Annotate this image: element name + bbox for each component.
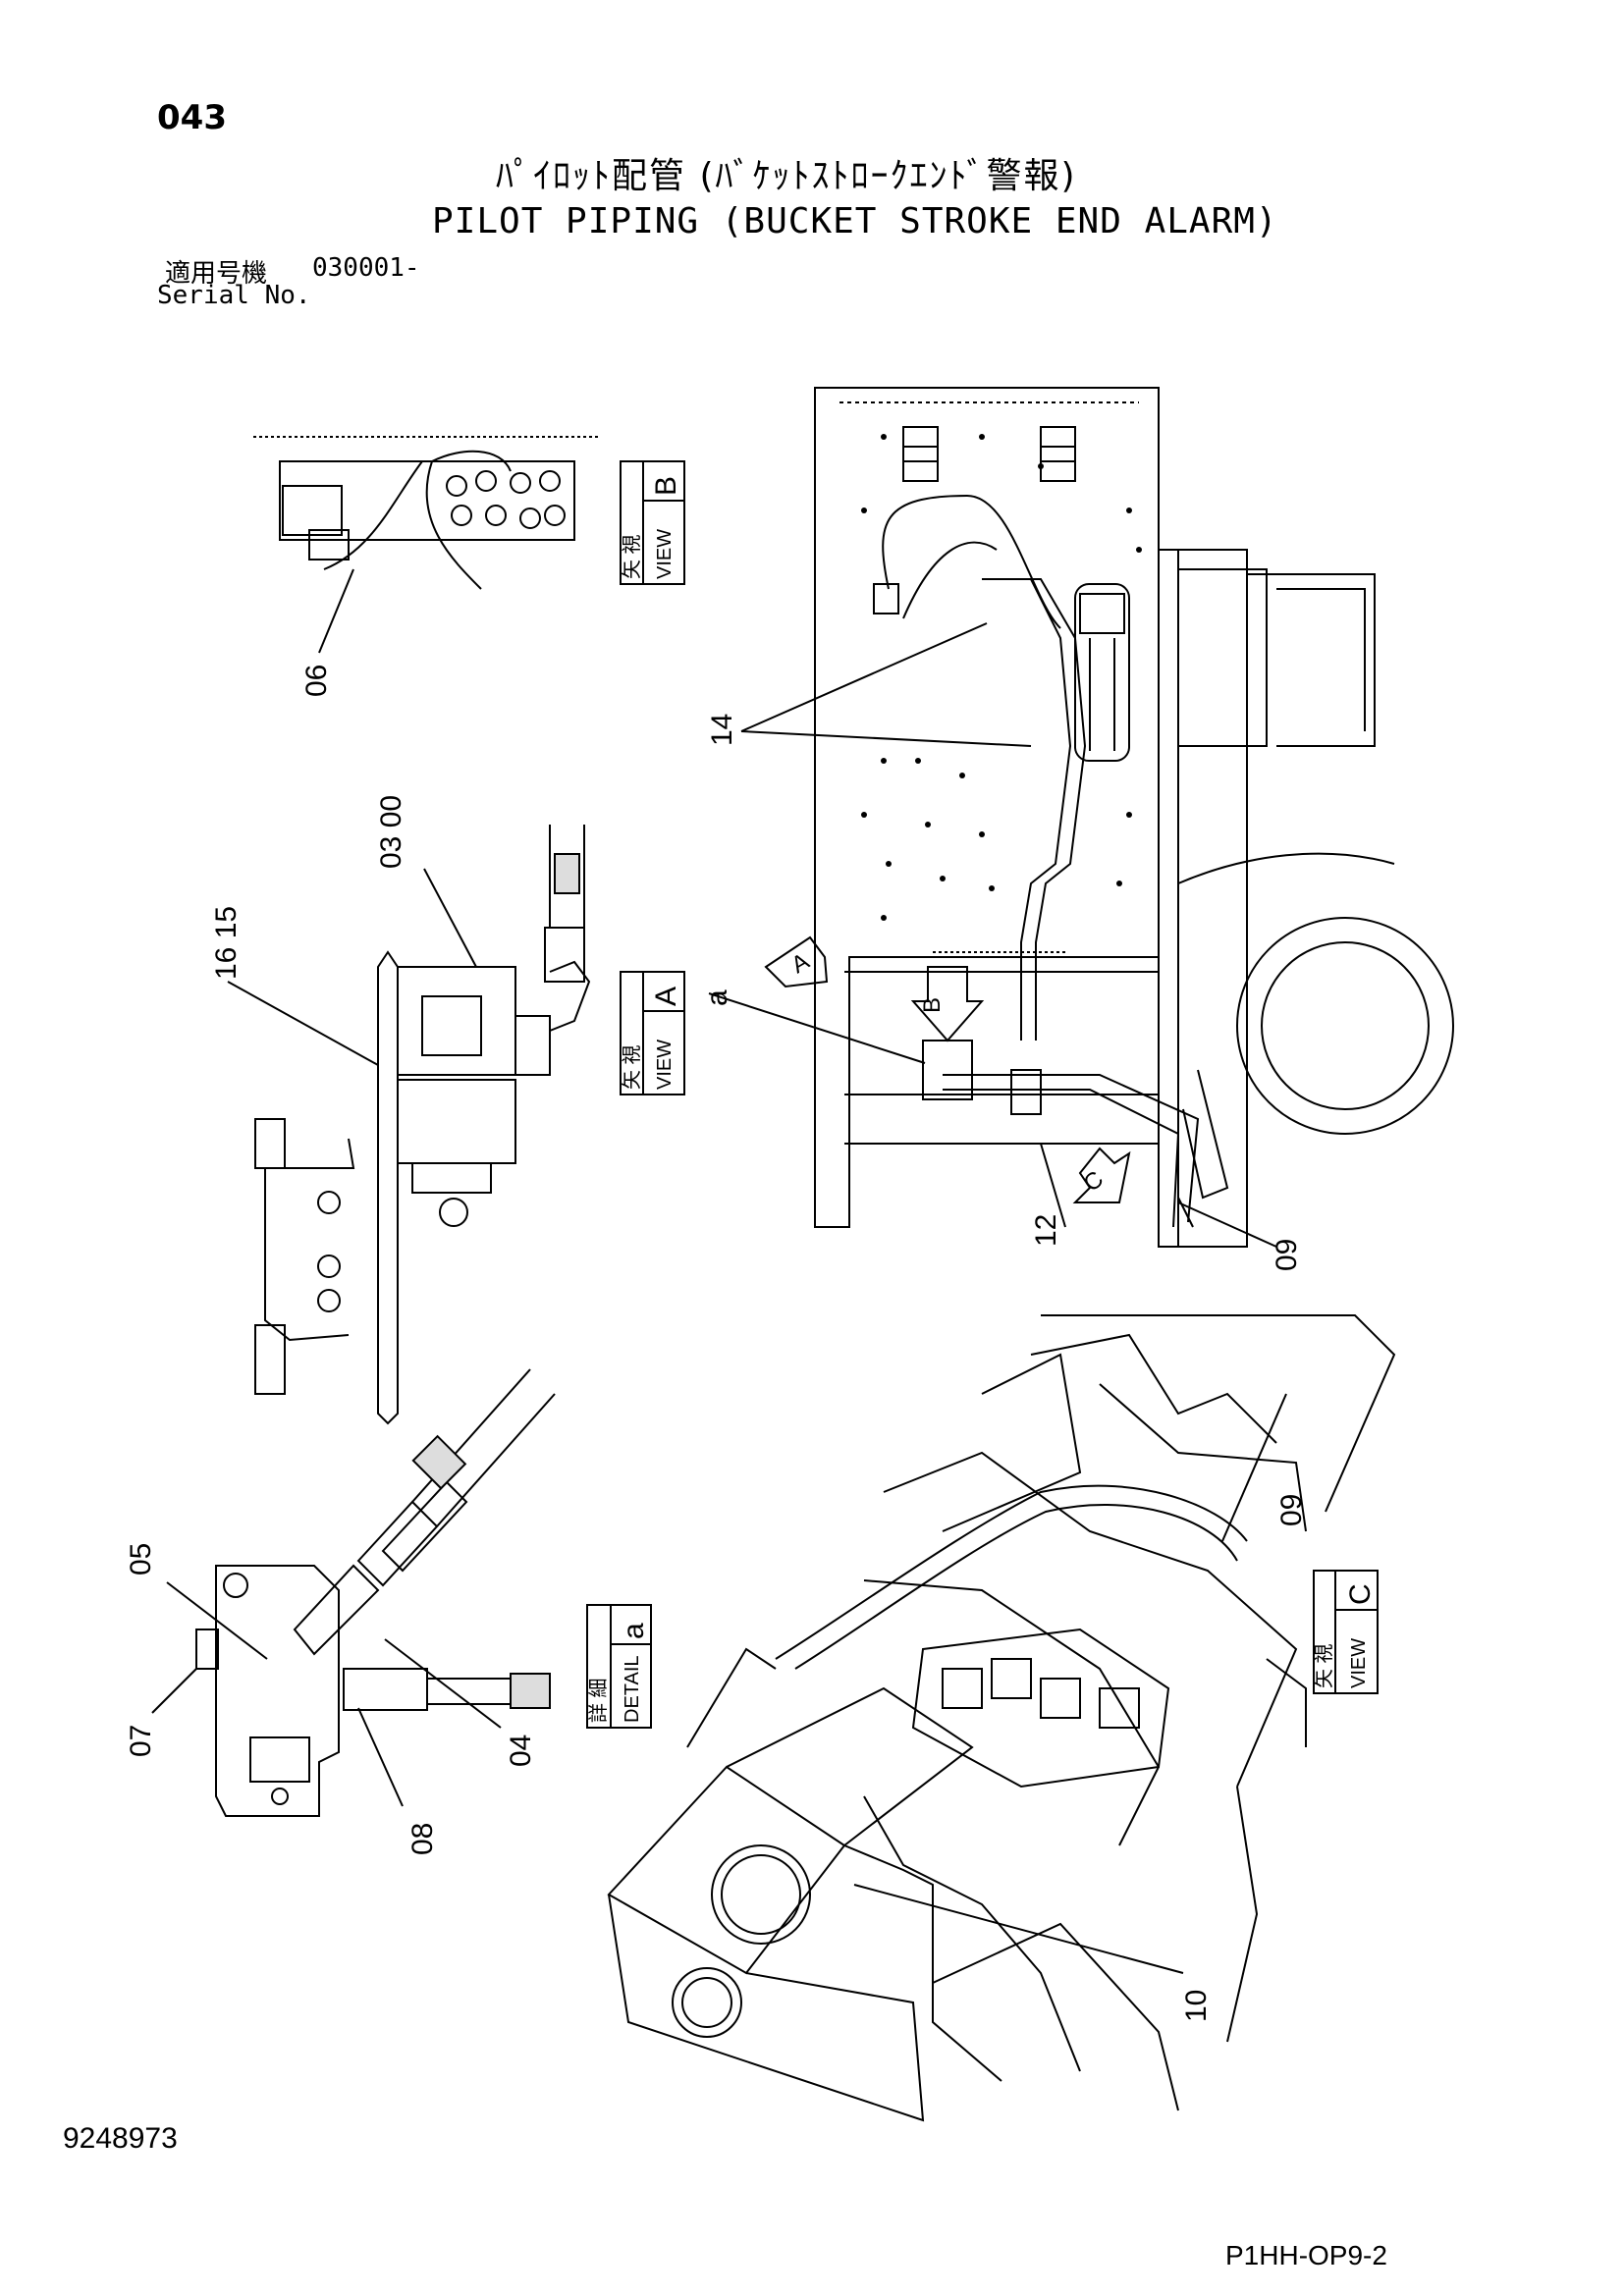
detail-a-label-box: [586, 1604, 652, 1729]
view-c-label-box: [1313, 1570, 1379, 1694]
callout-14: 14: [706, 714, 738, 746]
view-b-label-box: [620, 460, 685, 585]
view-b-label-en: VIEW: [654, 529, 676, 579]
view-b-label-jp: 矢 視: [621, 534, 643, 579]
detail-a-label-en: DETAIL: [622, 1655, 643, 1723]
callout-09-top: 09: [1271, 1239, 1303, 1271]
view-a-label-en: VIEW: [654, 1040, 676, 1090]
arrow-b-letter: B: [919, 997, 946, 1013]
view-c-label-jp: 矢 視: [1313, 1643, 1335, 1688]
view-arrow-c: [1072, 1147, 1131, 1203]
view-arrow-b: [910, 966, 985, 1042]
detail-a-drawing: [151, 1368, 556, 1817]
document-number: 9248973: [63, 2122, 178, 2155]
view-a-label-box: [620, 971, 685, 1095]
callout-06: 06: [300, 665, 333, 697]
callout-05: 05: [125, 1543, 157, 1575]
view-a-label-jp: 矢 視: [621, 1044, 643, 1090]
view-c-letter: C: [1344, 1583, 1377, 1605]
page-number: 043: [157, 98, 227, 137]
callout-08: 08: [406, 1823, 439, 1855]
serial-value: 030001-: [312, 253, 420, 283]
callout-12: 12: [1030, 1214, 1062, 1247]
isometric-view: [607, 1314, 1396, 2122]
serial-label-english: Serial No.: [157, 281, 311, 310]
callout-a: a: [701, 989, 733, 1006]
callout-04: 04: [505, 1735, 537, 1767]
view-a-letter: A: [650, 987, 682, 1006]
detail-a-letter: a: [618, 1623, 650, 1639]
detail-a-label-jp: 詳 細: [587, 1678, 610, 1723]
callout-10: 10: [1180, 1990, 1213, 2022]
view-a-drawing: [227, 825, 591, 1425]
view-c-label-en: VIEW: [1348, 1638, 1370, 1688]
title-japanese: ﾊﾟｲﾛｯﾄ配管 (ﾊﾞｹｯﾄｽﾄﾛｰｸｴﾝﾄﾞ警報): [496, 156, 1077, 196]
page-code: P1HH-OP9-2: [1225, 2240, 1387, 2270]
view-arrow-a: [764, 935, 829, 988]
title-english: PILOT PIPING (BUCKET STROKE END ALARM): [432, 201, 1278, 241]
view-b-letter: B: [650, 476, 682, 496]
arrow-a-letter: A: [787, 948, 814, 979]
callout-07: 07: [125, 1725, 157, 1757]
callout-03-00: 03 00: [375, 795, 407, 869]
serial-label-japanese: 適用号機: [165, 259, 268, 289]
callout-16-15: 16 15: [210, 906, 243, 980]
callout-09-bottom: 09: [1275, 1494, 1308, 1526]
view-b-drawing: [253, 436, 601, 654]
main-plan-view: [708, 387, 1454, 1248]
